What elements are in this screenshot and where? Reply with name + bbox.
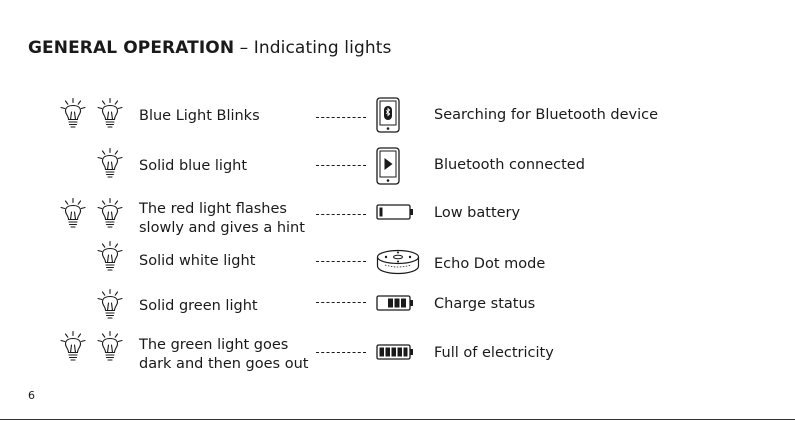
indicator-label-blue-blinks: Blue Light Blinks [139,108,260,124]
status-searching: Searching for Bluetooth device [434,107,659,123]
connector-dashes [316,117,366,118]
footer-divider [0,419,795,420]
indicator-label-solid-white: Solid white light [139,253,256,269]
lightbulb-icon [97,197,123,231]
status-low-battery: Low battery [434,205,521,221]
battery-full-icon [376,344,413,360]
connector-dashes [316,352,366,353]
lightbulb-icon [97,147,123,181]
indicator-label-solid-green: Solid green light [139,298,258,314]
page-number: 6 [28,389,35,402]
lightbulb-icon [60,330,86,364]
status-full: Full of electricity [434,345,554,361]
lightbulb-icon [97,97,123,131]
heading-bold: GENERAL OPERATION [28,38,235,58]
status-connected: Bluetooth connected [434,157,585,173]
lightbulb-icon [97,330,123,364]
status-charge: Charge status [434,296,536,312]
lightbulb-icon [97,288,123,322]
connector-dashes [316,302,366,303]
lightbulb-icon [60,97,86,131]
battery-charging-icon [376,295,413,311]
phone-bluetooth-icon [376,97,400,133]
echo-dot-icon [376,249,420,275]
lightbulb-icon [97,240,123,274]
indicator-label-green-goes-out: The green light goes dark and then goes … [139,337,309,372]
indicator-label-solid-blue: Solid blue light [139,158,248,174]
connector-dashes [316,165,366,166]
connector-dashes [316,214,366,215]
lightbulb-icon [60,197,86,231]
indicator-label-red-flashes: The red light flashes slowly and gives a… [139,201,305,236]
status-echo-dot-mode: Echo Dot mode [434,256,546,272]
heading-rest: – Indicating lights [234,38,392,58]
phone-play-icon [376,147,400,185]
battery-low-icon [376,204,413,220]
connector-dashes [316,261,366,262]
page-heading: GENERAL OPERATION – Indicating lights [28,38,391,58]
